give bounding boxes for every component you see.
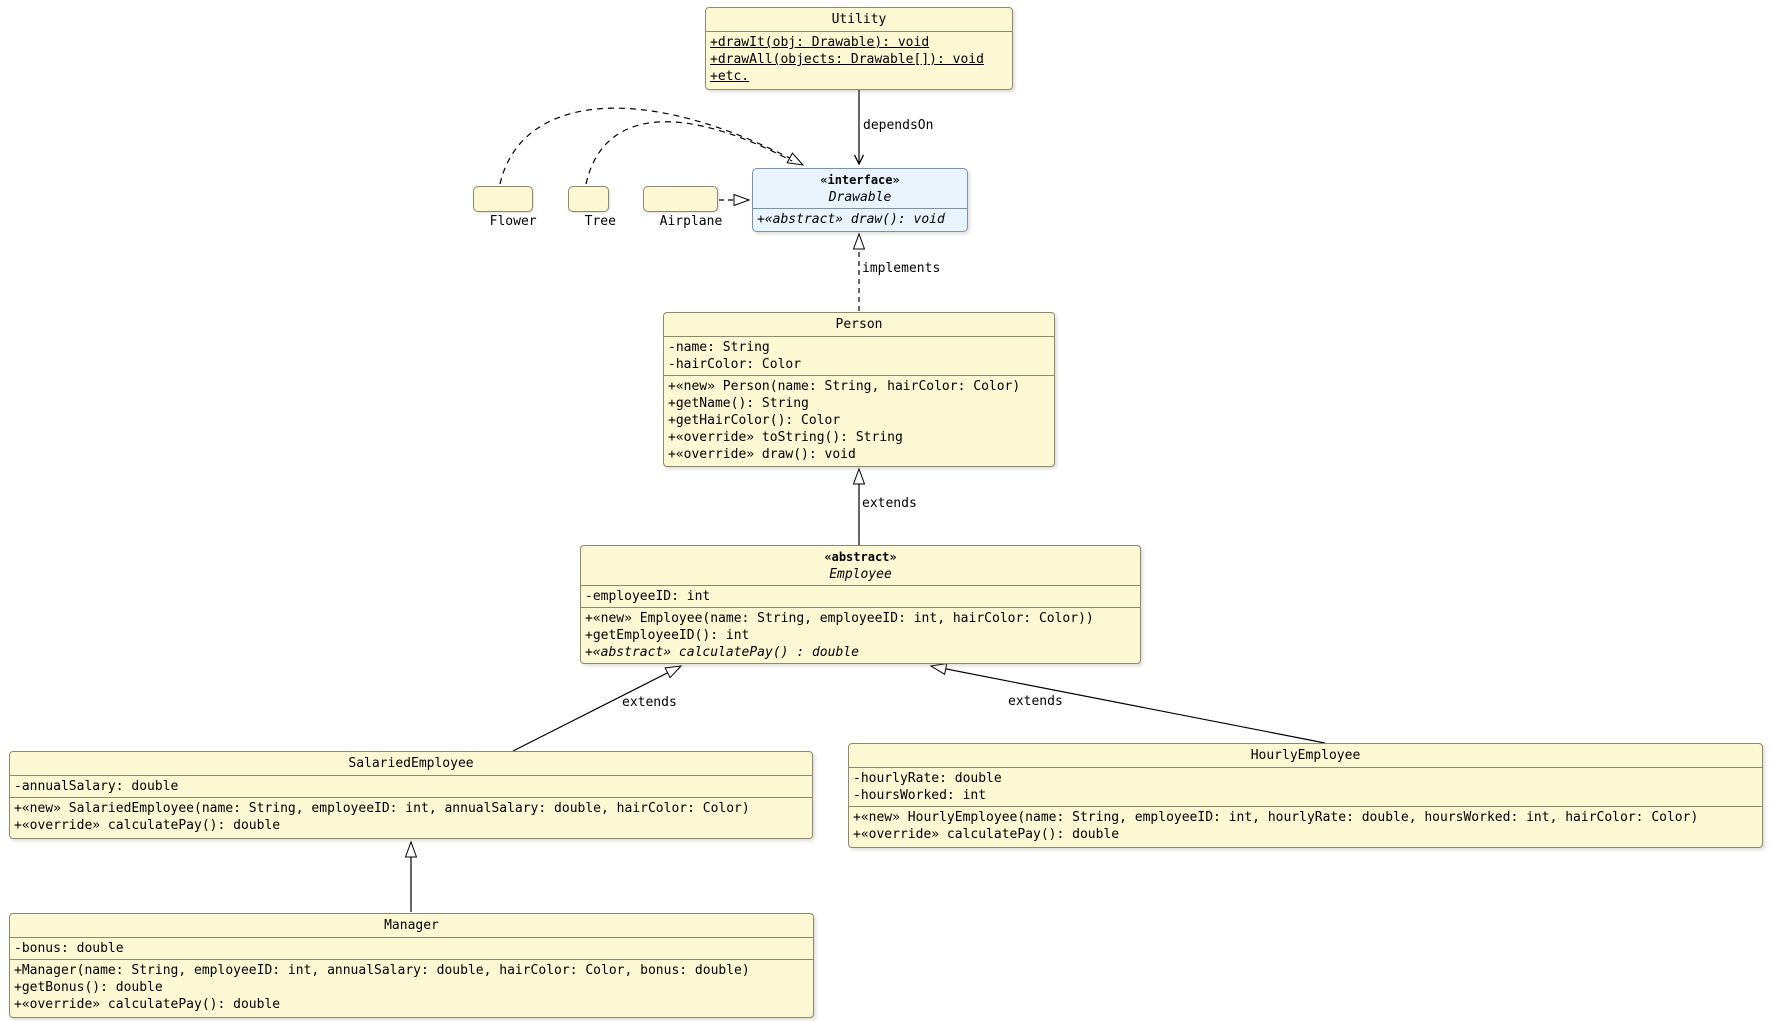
attribute: -employeeID: int: [585, 589, 711, 604]
class-manager-name: Manager: [384, 918, 439, 933]
method: +drawIt(obj: Drawable): void: [710, 35, 930, 50]
method: +drawAll(objects: Drawable[]): void: [710, 52, 984, 67]
generalization-arrow-salaried-employee: [512, 665, 683, 752]
interface-drawable: «interface» Drawable +«abstract» draw():…: [752, 168, 968, 232]
stereotype-abstract: «abstract»: [824, 550, 897, 564]
attribute: -bonus: double: [14, 941, 124, 956]
generalization-arrow-hourly-employee: [929, 662, 1326, 744]
class-salaried-employee: SalariedEmployee -annualSalary: double +…: [9, 751, 813, 839]
class-person-methods: +«new» Person(name: String, hairColor: C…: [664, 375, 1054, 465]
attribute: -annualSalary: double: [14, 779, 179, 794]
class-airplane-name: Airplane: [659, 214, 723, 229]
class-salaried-employee-attributes: -annualSalary: double: [10, 775, 812, 797]
method: +«new» HourlyEmployee(name: String, empl…: [853, 810, 1699, 825]
class-utility: Utility +drawIt(obj: Drawable): void +dr…: [705, 7, 1013, 90]
realization-arrow-flower-drawable: [499, 107, 805, 185]
class-employee-attributes: -employeeID: int: [581, 585, 1140, 607]
method: +«override» toString(): String: [668, 430, 903, 445]
method: +Manager(name: String, employeeID: int, …: [14, 963, 750, 978]
attribute: -hourlyRate: double: [853, 771, 1002, 786]
method: +getHairColor(): Color: [668, 413, 841, 428]
class-flower-name: Flower: [489, 214, 537, 229]
attribute: -hoursWorked: int: [853, 788, 987, 803]
edge-label-dependson: dependsOn: [863, 118, 934, 133]
class-utility-name: Utility: [831, 12, 887, 27]
class-hourly-employee: HourlyEmployee -hourlyRate: double -hour…: [848, 743, 1763, 848]
edge-label-implements: implements: [862, 261, 941, 276]
class-person-name: Person: [835, 317, 883, 332]
class-manager-attributes: -bonus: double: [10, 937, 813, 959]
class-person-attributes: -name: String -hairColor: Color: [664, 336, 1054, 375]
method: +«abstract» draw(): void: [757, 212, 945, 227]
class-employee: «abstract» Employee -employeeID: int +«n…: [580, 545, 1141, 664]
edge-label-extends-hourly: extends: [1008, 694, 1063, 709]
class-manager: Manager -bonus: double +Manager(name: St…: [9, 913, 814, 1018]
interface-drawable-header: «interface» Drawable: [753, 169, 967, 208]
realization-arrow-tree-drawable: [585, 121, 793, 185]
interface-drawable-methods: +«abstract» draw(): void: [753, 208, 967, 230]
class-hourly-employee-attributes: -hourlyRate: double -hoursWorked: int: [849, 767, 1762, 806]
method: +«override» calculatePay(): double: [853, 827, 1120, 842]
method: +getName(): String: [668, 396, 809, 411]
class-flower: Flower: [473, 186, 537, 229]
class-manager-methods: +Manager(name: String, employeeID: int, …: [10, 959, 813, 1015]
class-employee-header: «abstract» Employee: [581, 546, 1140, 585]
class-hourly-employee-methods: +«new» HourlyEmployee(name: String, empl…: [849, 806, 1762, 845]
method: +«override» draw(): void: [668, 447, 856, 462]
method: +getBonus(): double: [14, 980, 163, 995]
method: +«new» Person(name: String, hairColor: C…: [668, 379, 1021, 394]
method: +«new» Employee(name: String, employeeID…: [585, 611, 1094, 626]
interface-drawable-name: Drawable: [828, 190, 892, 205]
edge-label-extends-employee: extends: [862, 496, 917, 511]
method: +«new» SalariedEmployee(name: String, em…: [14, 801, 750, 816]
method: +«override» calculatePay(): double: [14, 818, 281, 833]
class-salaried-employee-methods: +«new» SalariedEmployee(name: String, em…: [10, 797, 812, 836]
class-tree-name: Tree: [584, 214, 616, 229]
class-employee-methods: +«new» Employee(name: String, employeeID…: [581, 607, 1140, 663]
class-utility-methods: +drawIt(obj: Drawable): void +drawAll(ob…: [706, 31, 1012, 87]
class-tree: Tree: [568, 186, 616, 229]
class-person: Person -name: String -hairColor: Color +…: [663, 312, 1055, 467]
method: +«override» calculatePay(): double: [14, 997, 281, 1012]
edge-label-extends-salaried: extends: [622, 695, 677, 710]
class-airplane: Airplane: [643, 186, 722, 229]
class-salaried-employee-name: SalariedEmployee: [348, 756, 474, 771]
attribute: -name: String: [668, 340, 770, 355]
attribute: -hairColor: Color: [668, 357, 802, 372]
method: +getEmployeeID(): int: [585, 628, 750, 643]
method: +etc.: [710, 69, 750, 84]
method: +«abstract» calculatePay() : double: [585, 645, 859, 660]
class-hourly-employee-name: HourlyEmployee: [1250, 748, 1361, 763]
stereotype-interface: «interface»: [820, 173, 900, 187]
class-employee-name: Employee: [829, 567, 892, 582]
